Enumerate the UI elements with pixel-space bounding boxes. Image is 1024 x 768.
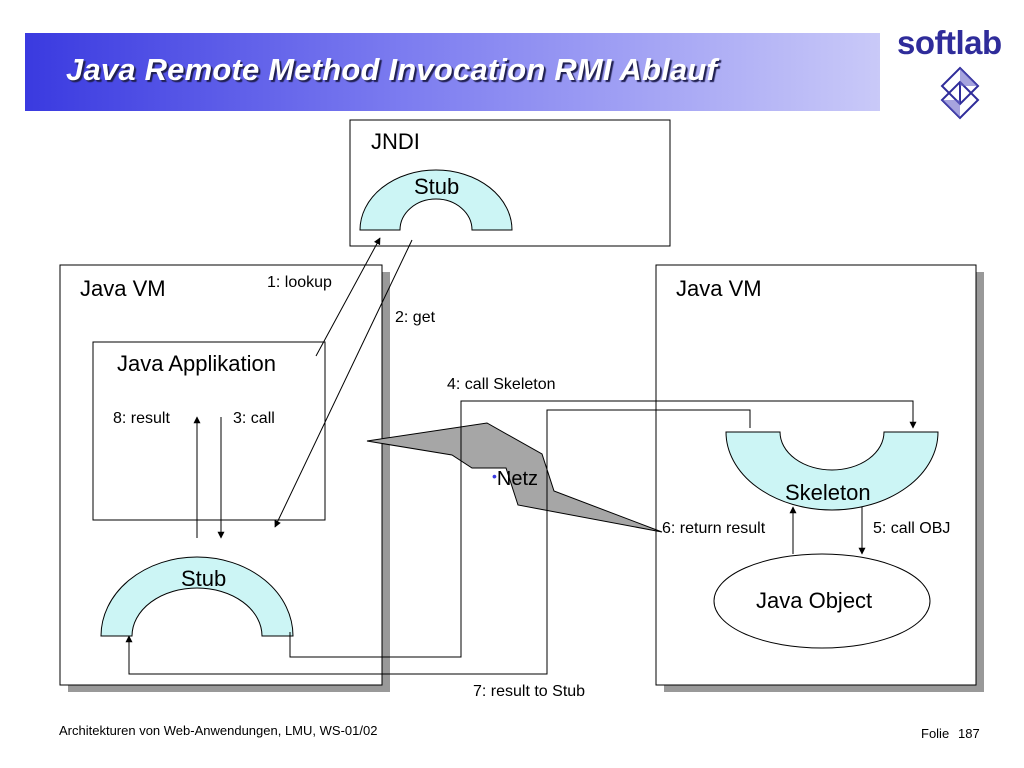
footer-course: Architekturen von Web-Anwendungen, LMU, … xyxy=(59,723,378,738)
title-band xyxy=(25,33,880,111)
network-label: •Netz xyxy=(492,468,538,491)
network-label-text: Netz xyxy=(496,468,539,490)
footer-page-number: 187 xyxy=(958,726,980,741)
arrow-call-skeleton xyxy=(289,400,917,658)
java-object-ellipse xyxy=(713,553,931,649)
step-get-label: 2: get xyxy=(395,309,436,326)
footer-folie-label: Folie xyxy=(921,726,950,741)
bullet-dot: • xyxy=(492,468,497,484)
skeleton-arch xyxy=(725,431,939,511)
step-result-to-stub-label: 7: result to Stub xyxy=(473,683,586,700)
logo-text: softlab xyxy=(897,24,1002,61)
softlab-cube-icon xyxy=(940,66,980,120)
step-lookup-label: 1: lookup xyxy=(267,274,332,291)
step-call-obj-label: 5: call OBJ xyxy=(873,520,951,537)
client-stub-label: Stub xyxy=(181,566,227,591)
skeleton-label: Skeleton xyxy=(785,480,871,505)
step-call-label: 3: call xyxy=(233,410,275,427)
jndi-stub-arch xyxy=(359,169,513,231)
client-stub-arch xyxy=(100,556,294,637)
step-call-skeleton-label: 4: call Skeleton xyxy=(447,376,556,393)
step-return-result-label: 6: return result xyxy=(662,520,766,537)
jndi-label: JNDI xyxy=(371,129,420,154)
server-vm-label: Java VM xyxy=(676,276,762,301)
slide-title: Java Remote Method Invocation RMI Ablauf xyxy=(66,52,718,87)
arrow-lookup xyxy=(315,237,381,357)
step-result-label: 8: result xyxy=(113,410,170,427)
client-vm-label: Java VM xyxy=(80,276,166,301)
java-applikation-label: Java Applikation xyxy=(117,351,276,376)
arrow-result-to-stub xyxy=(125,409,751,675)
java-object-label: Java Object xyxy=(756,588,873,613)
jndi-stub-label: Stub xyxy=(414,174,460,199)
network-lightning xyxy=(366,422,663,533)
java-applikation-box xyxy=(92,341,326,521)
arrow-get xyxy=(274,239,413,528)
